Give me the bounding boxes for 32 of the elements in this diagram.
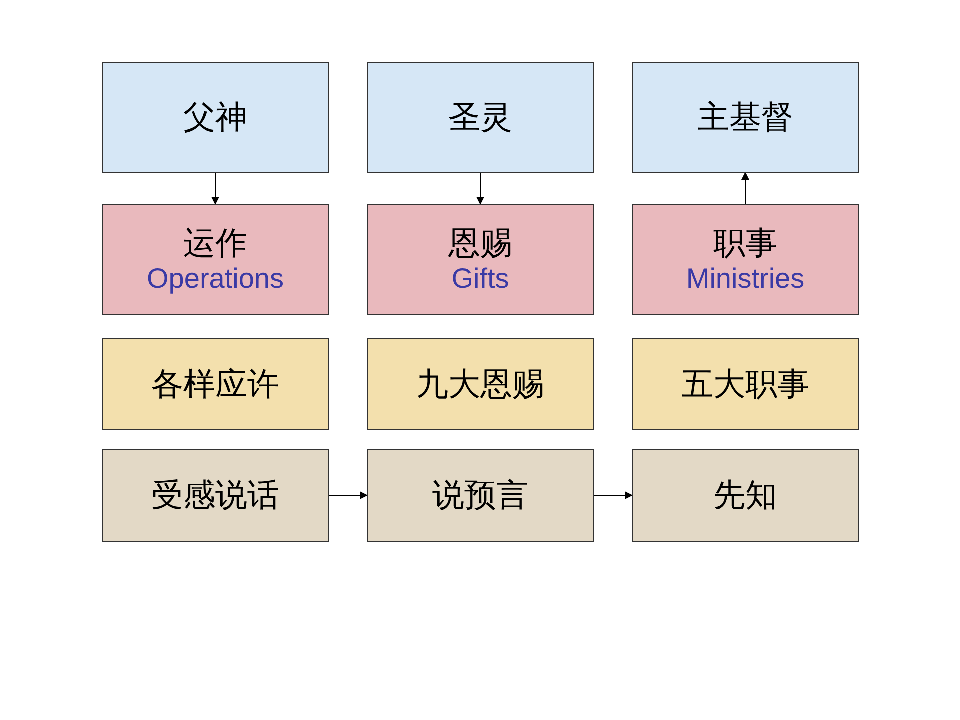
text-box bbox=[367, 449, 594, 542]
box-title: 圣灵 bbox=[448, 98, 512, 137]
english-subtitle: Operations bbox=[147, 262, 284, 296]
english-subtitle: Gifts bbox=[452, 262, 510, 296]
english-subtitle: Ministries bbox=[686, 262, 805, 296]
box-title: 五大职事 bbox=[682, 364, 810, 404]
box-title: 九大恩赐 bbox=[416, 364, 544, 404]
text-box bbox=[632, 449, 859, 542]
text-box bbox=[632, 338, 859, 430]
text-box bbox=[367, 62, 594, 173]
arrow bbox=[476, 172, 484, 205]
box-title: 说预言 bbox=[432, 476, 528, 515]
text-box bbox=[102, 204, 329, 315]
arrow bbox=[594, 492, 633, 500]
box-title: 先知 bbox=[714, 476, 778, 515]
text-box bbox=[102, 449, 329, 542]
text-box bbox=[632, 62, 859, 173]
box-title: 受感说话 bbox=[152, 476, 280, 515]
box-title: 父神 bbox=[184, 98, 248, 137]
box-title: 恩赐 bbox=[448, 224, 512, 262]
arrow bbox=[328, 492, 368, 500]
box-title: 主基督 bbox=[698, 98, 794, 137]
box-title: 运作 bbox=[184, 224, 248, 262]
text-box bbox=[102, 338, 329, 430]
text-box bbox=[632, 204, 859, 315]
text-box bbox=[367, 338, 594, 430]
text-box bbox=[102, 62, 329, 173]
text-box bbox=[367, 204, 594, 315]
arrow bbox=[742, 172, 750, 204]
arrow bbox=[212, 172, 220, 205]
box-title: 职事 bbox=[714, 224, 778, 262]
box-title: 各样应许 bbox=[152, 364, 280, 404]
